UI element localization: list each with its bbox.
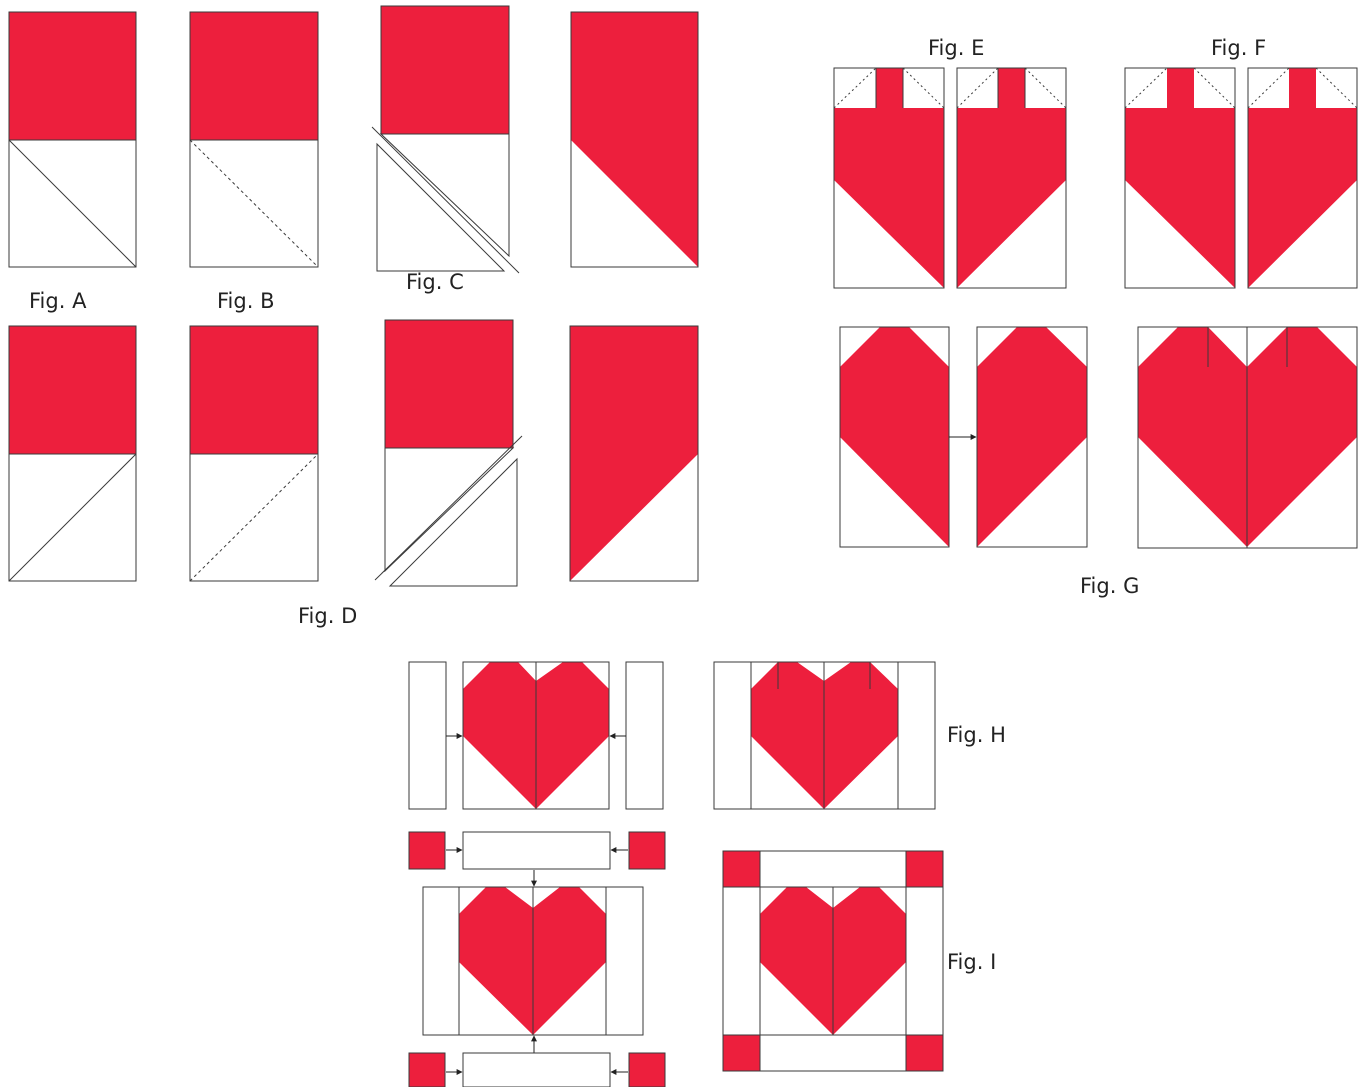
fig-g-label: Fig. G <box>1080 576 1139 597</box>
fig-i-label: Fig. I <box>947 952 996 973</box>
fig-h-label: Fig. H <box>947 725 1006 746</box>
fig-a-unit <box>9 12 136 267</box>
fig-g-right-half <box>977 327 1087 547</box>
fig-i-exploded <box>409 832 665 1087</box>
fig-e-right-unit <box>957 68 1066 288</box>
fig-f-left-unit <box>1125 68 1235 288</box>
fig-e-label: Fig. E <box>928 38 984 59</box>
fig-d-unit-2 <box>190 326 318 581</box>
fig-h-assembled <box>714 662 935 809</box>
fig-d-unit-1 <box>9 326 136 581</box>
fig-f-label: Fig. F <box>1211 38 1266 59</box>
fig-d-result-unit <box>570 326 698 581</box>
fig-g-left-half <box>840 327 949 547</box>
fig-c-label: Fig. C <box>406 272 464 293</box>
fig-i-assembled <box>723 851 943 1071</box>
fig-d-unit-3 <box>375 320 522 586</box>
fig-a-label: Fig. A <box>29 291 86 312</box>
fig-g-heart <box>1138 327 1357 548</box>
fig-b-unit <box>190 12 318 267</box>
fig-f-right-unit <box>1248 68 1357 288</box>
fig-b-label: Fig. B <box>217 291 274 312</box>
fig-d-label: Fig. D <box>298 606 357 627</box>
fig-e-left-unit <box>834 68 944 288</box>
fig-h-exploded <box>409 662 663 809</box>
fig-c-result-unit <box>571 12 698 267</box>
fig-c-unit <box>372 6 519 273</box>
